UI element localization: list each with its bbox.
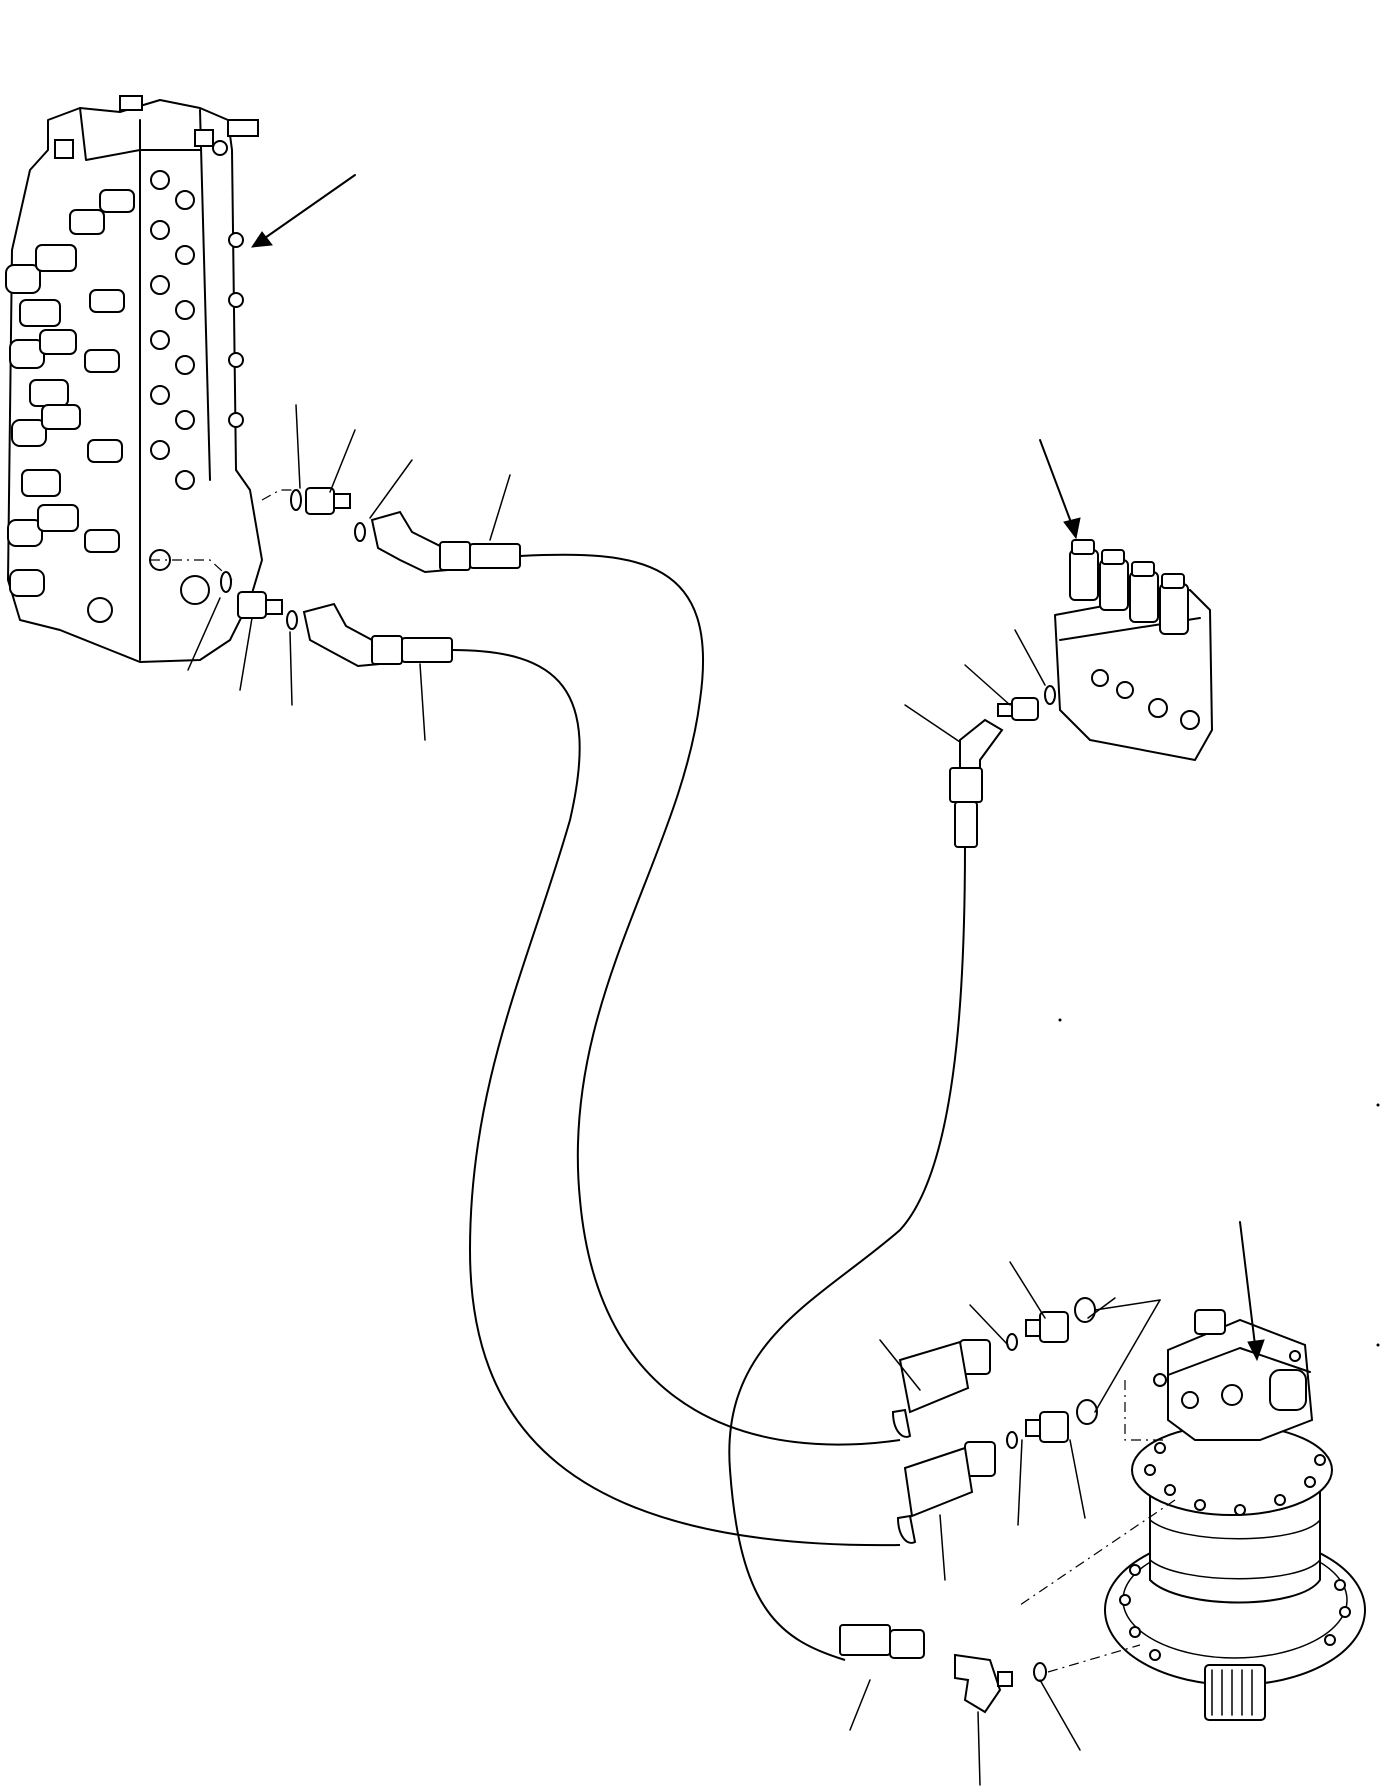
solenoid-fitting-chain [949,685,1056,848]
spool-caps [5,189,135,597]
solenoid-coils [1069,539,1189,635]
leader-lines-motor [879,1261,1161,1581]
leader-lines-lower [187,597,426,741]
hose-upper [519,553,901,1446]
leader-lines-drain [849,1679,1081,1786]
pointer-arrow-solenoid [1039,439,1081,540]
pointer-arrow-swing-motor [1239,1221,1265,1362]
swing-motor [1019,1309,1366,1721]
pointer-arrow-control-valve [250,174,356,248]
motor-upper-fitting-chain [891,1297,1096,1438]
upper-fitting-chain [290,487,521,574]
solenoid-valve-block [1054,539,1213,761]
motor-lower-fitting-chain [896,1399,1098,1544]
motor-drain-fitting-chain [839,1624,1141,1714]
hose-lower [451,649,901,1547]
leader-lines-upper [295,404,511,541]
hoses [451,553,966,1661]
leader-lines-solenoid [904,629,1046,743]
hose-solenoid [728,844,966,1661]
ring-bolts [1144,1442,1326,1516]
lower-fitting-chain [220,571,453,668]
main-control-valve [5,95,300,663]
flange-bolts [1119,1564,1351,1661]
